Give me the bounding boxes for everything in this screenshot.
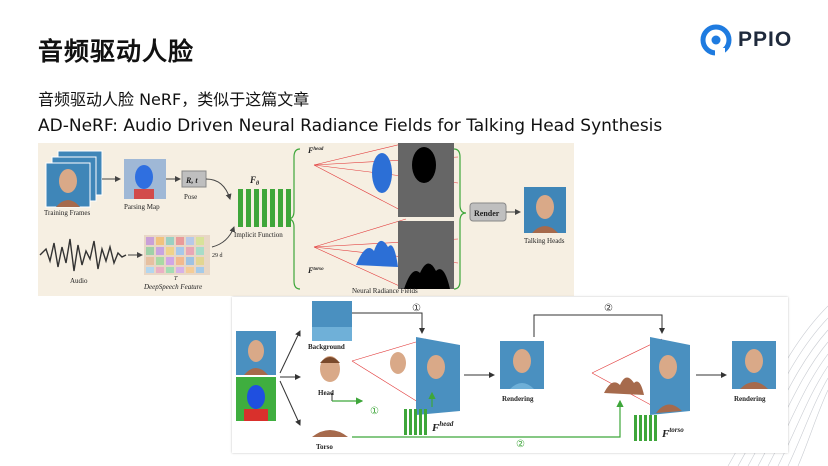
ppio-logo-icon [700,24,732,56]
pose-box-label: R, t [185,176,198,185]
nrf-label: Neural Radiance Fields [352,287,418,295]
step2-label-torso: ② [516,439,525,450]
head-volume [372,153,392,193]
torso-f-label: Ftorso [307,266,324,275]
audio-waveform [39,238,127,272]
slide-subtitle: 音频驱动人脸 NeRF，类似于这篇文章 [38,90,310,109]
step2-label-top: ② [604,303,613,314]
paper-title: AD-NeRF: Audio Driven Neural Radiance Fi… [38,116,663,136]
slide-title: 音频驱动人脸 [38,37,195,66]
dim-label: 29 d [212,253,223,259]
torso-f-label: Ftorso [661,426,684,440]
talking-heads-label: Talking Heads [524,237,565,245]
logo-text: PPIO [738,28,793,51]
torso-label: Torso [316,443,333,451]
audio-label: Audio [70,277,88,285]
torso-image [312,430,348,437]
small-head-icon [390,352,406,374]
implicit-function-bars [238,189,291,227]
rendering-2-label: Rendering [734,395,766,403]
implicit-function-label: Implicit Function [234,231,283,239]
head-nerf-rays [351,338,427,408]
deepspeech-feature-grid [144,235,210,275]
background-label: Background [308,343,345,351]
rendering-figure: Background Head Torso [232,297,788,453]
deepspeech-label: DeepSpeech Feature [143,283,202,291]
training-frames-label: Training Frames [44,209,90,217]
parsing-map-label: Parsing Map [124,203,160,211]
torso-render-plane [650,337,690,415]
rendering-1-image [500,341,544,389]
input-parsing-map [236,377,276,421]
talking-head-image [524,187,566,233]
head-image [320,356,340,382]
torso-volume [356,240,398,267]
rendering-1-label: Rendering [502,395,534,403]
implicit-f-label: Fθ [249,175,260,187]
pipeline-diagram: Training Frames Parsing Map R, t Pose Fθ [39,142,566,295]
head-render-plane [416,337,460,415]
torso-volume [604,377,644,395]
head-label: Head [318,389,334,397]
torso-implicit-bars [634,415,657,441]
background-image [312,301,352,341]
rendering-diagram: Background Head Torso [236,301,776,451]
pose-label: Pose [184,193,197,201]
ppio-logo: PPIO [700,24,792,56]
head-implicit-bars [404,409,427,435]
input-portrait [236,331,276,375]
head-f-label: Fhead [307,146,324,155]
step1-label-head: ① [370,406,379,417]
render-label: Render [474,209,500,218]
rendering-2-image [732,341,776,389]
t-label: T [174,276,178,282]
training-frames-thumbnails [45,150,103,208]
pipeline-figure: Training Frames Parsing Map R, t Pose Fθ [38,142,574,296]
parsing-map-image [124,159,166,199]
head-f-label: Fhead [431,420,454,434]
step1-label-top: ① [412,303,421,314]
